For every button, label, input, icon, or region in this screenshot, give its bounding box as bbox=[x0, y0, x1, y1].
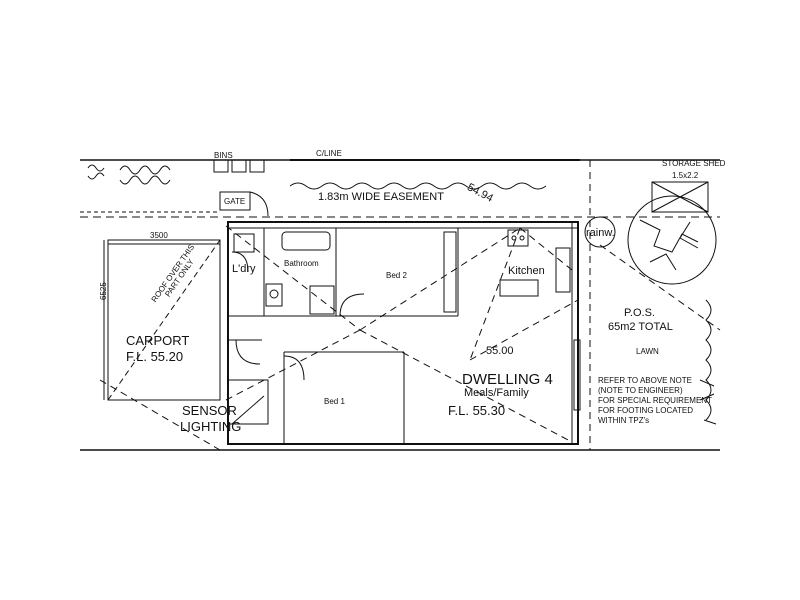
note-line: FOR SPECIAL REQUIREMENT bbox=[598, 396, 712, 405]
engineer-note: REFER TO ABOVE NOTE (NOTE TO ENGINEER) F… bbox=[598, 376, 712, 426]
carport-width-dim: 3500 bbox=[150, 231, 168, 240]
kitchen-sink bbox=[508, 230, 528, 246]
shed-size-label: 1.5x2.2 bbox=[672, 171, 699, 180]
note-line: REFER TO ABOVE NOTE bbox=[598, 376, 692, 385]
gate-label: GATE bbox=[224, 197, 246, 206]
pos-label: P.O.S. bbox=[624, 307, 655, 319]
bin-3 bbox=[250, 160, 264, 172]
easement-label: 1.83m WIDE EASEMENT bbox=[318, 191, 444, 203]
carport-diag bbox=[108, 240, 220, 400]
note-line: WITHIN TPZ's bbox=[598, 416, 650, 425]
wardrobe bbox=[310, 286, 334, 314]
lighting-label: LIGHTING bbox=[180, 419, 242, 434]
door-swing-4 bbox=[232, 252, 248, 272]
note-line: FOR FOOTING LOCATED bbox=[598, 406, 693, 415]
setout-1 bbox=[226, 226, 360, 330]
raintank-label: rainw. bbox=[586, 227, 615, 239]
meals-family-label: Meals/Family bbox=[464, 387, 529, 399]
bin-2 bbox=[232, 160, 246, 172]
storage-shed-label: STORAGE SHED bbox=[662, 159, 726, 168]
bins-label: BINS bbox=[214, 151, 233, 160]
sensor-label: SENSOR bbox=[182, 403, 237, 418]
door-swing-2 bbox=[236, 340, 260, 364]
kitchen-bench bbox=[556, 248, 570, 292]
setout-2 bbox=[360, 228, 520, 330]
setout-5 bbox=[226, 330, 360, 400]
carport-length-dim: 6525 bbox=[99, 282, 108, 300]
setout-6 bbox=[470, 228, 520, 360]
carport-floor-level: F.L. 55.20 bbox=[126, 349, 184, 364]
pos-total-label: 65m2 TOTAL bbox=[608, 321, 673, 333]
storage-shed bbox=[652, 182, 708, 212]
carport-slab bbox=[108, 240, 220, 400]
boundary-scribble bbox=[290, 183, 546, 189]
bin-1 bbox=[214, 160, 228, 172]
bath-tub bbox=[282, 232, 330, 250]
basin bbox=[270, 290, 278, 298]
setout-lawn bbox=[600, 245, 720, 330]
vanity bbox=[266, 284, 282, 306]
sliding-door bbox=[574, 340, 580, 410]
level-mark: 55.00 bbox=[486, 345, 514, 357]
tree-large bbox=[628, 196, 716, 284]
kitchen-island bbox=[500, 280, 538, 296]
laundry-label: L'dry bbox=[232, 263, 256, 275]
dwelling-floor-level: F.L. 55.30 bbox=[448, 403, 506, 418]
setout-3 bbox=[360, 330, 572, 442]
gate-swing bbox=[250, 192, 268, 216]
tree-right-edge bbox=[700, 300, 716, 424]
dwelling-outline bbox=[228, 222, 578, 444]
gate-box bbox=[220, 192, 250, 210]
kitchen-label: Kitchen bbox=[508, 265, 545, 277]
lawn-label: LAWN bbox=[636, 347, 659, 356]
door-swing-3 bbox=[284, 356, 304, 380]
setout-7 bbox=[470, 300, 578, 360]
raintank-circle bbox=[585, 217, 615, 247]
door-swing-1 bbox=[340, 294, 364, 316]
bed2-robe bbox=[444, 232, 456, 312]
carport-label: CARPORT bbox=[126, 333, 190, 348]
hedge-top bbox=[88, 165, 170, 184]
sensor-pointer bbox=[232, 396, 264, 424]
dwelling-label: DWELLING 4 bbox=[462, 371, 553, 388]
sensor-fixture bbox=[228, 380, 268, 424]
note-line: (NOTE TO ENGINEER) bbox=[598, 386, 683, 395]
bed1-label: Bed 1 bbox=[324, 397, 345, 406]
centreline-label: C/LINE bbox=[316, 149, 342, 158]
laundry-trough bbox=[234, 234, 254, 252]
bed2-label: Bed 2 bbox=[386, 271, 407, 280]
bathroom-label: Bathroom bbox=[284, 259, 319, 268]
